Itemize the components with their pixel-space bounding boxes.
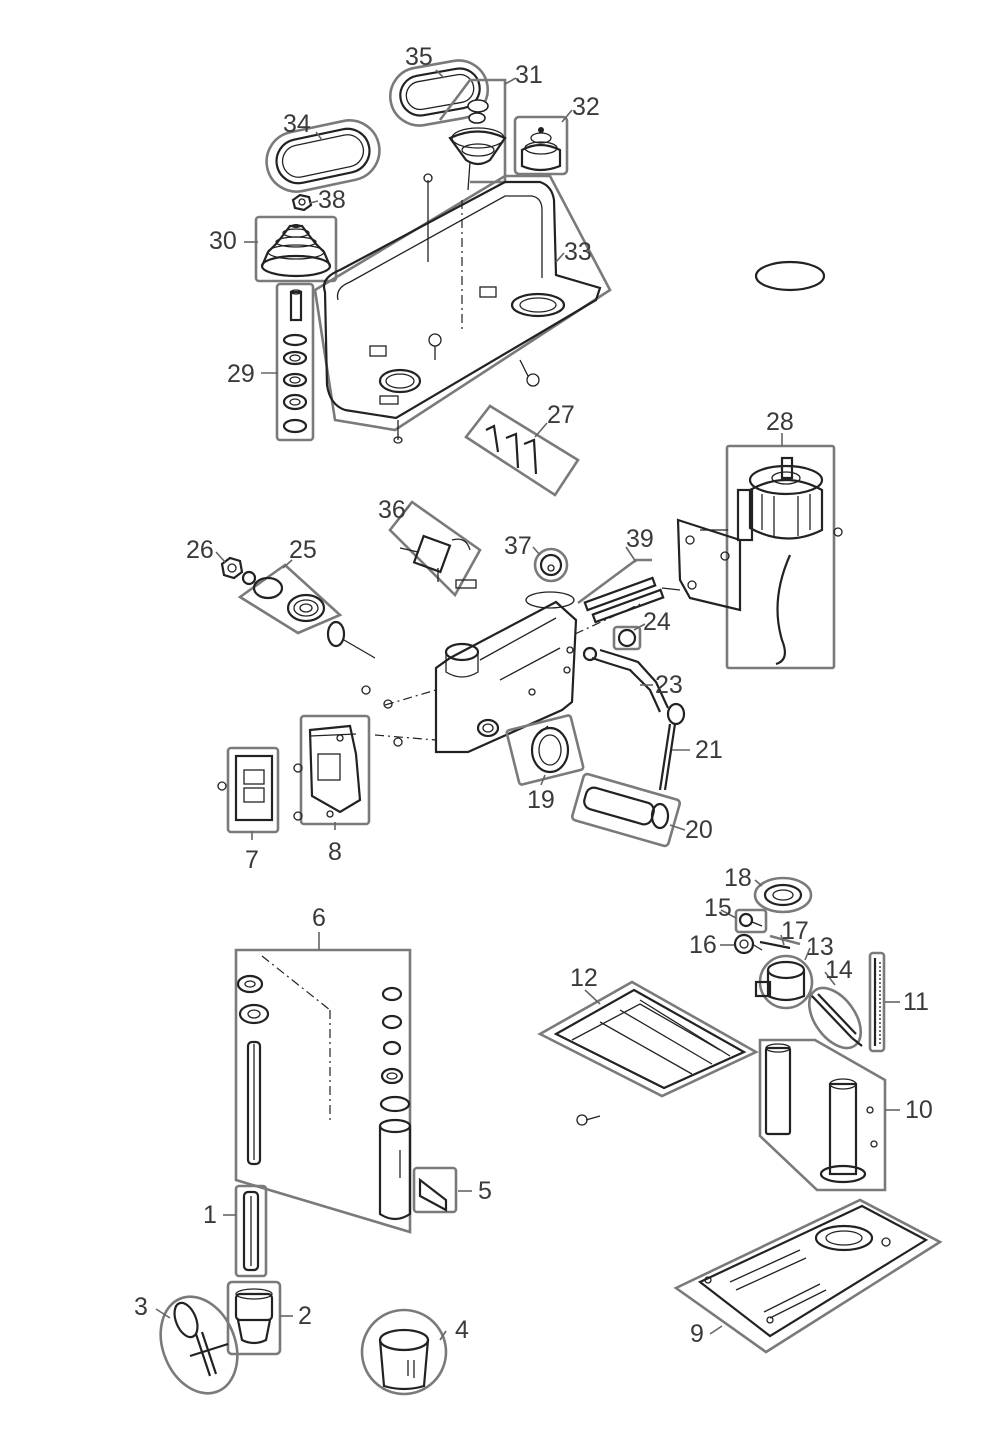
label-19: 19 xyxy=(527,786,555,814)
label-15: 15 xyxy=(704,894,732,922)
label-32: 32 xyxy=(572,93,600,121)
part-17-worm xyxy=(759,934,801,950)
part-27-hex-keys xyxy=(464,404,580,497)
part-20-sleeve xyxy=(570,772,682,848)
part-12-table xyxy=(537,980,759,1126)
part-13-table-bracket xyxy=(754,954,814,1010)
leader-lines xyxy=(155,69,900,1341)
label-11: 11 xyxy=(903,988,929,1016)
part-3-chuck-key xyxy=(159,1295,239,1395)
part-8-switch-housing xyxy=(293,714,371,826)
part-21-rod xyxy=(658,702,686,791)
label-21: 21 xyxy=(695,736,723,764)
part-31-pulley xyxy=(438,78,507,191)
label-6: 6 xyxy=(312,904,326,932)
label-38: 38 xyxy=(318,186,346,214)
label-2: 2 xyxy=(298,1302,312,1330)
label-17: 17 xyxy=(781,917,809,945)
part-6-spindle-assembly xyxy=(234,948,412,1234)
part-2-chuck xyxy=(226,1280,282,1356)
part-10-column xyxy=(758,1038,887,1192)
part-39-rods xyxy=(577,558,665,624)
part-26-nut xyxy=(220,556,257,586)
motor-bracket xyxy=(661,518,742,612)
part-32-pulley xyxy=(513,115,569,176)
label-10: 10 xyxy=(905,1096,933,1124)
part-15-bolt xyxy=(734,908,768,934)
head-casting xyxy=(361,591,641,754)
label-27: 27 xyxy=(547,401,575,429)
label-28: 28 xyxy=(766,408,794,436)
label-9: 9 xyxy=(690,1320,704,1348)
label-39: 39 xyxy=(626,525,654,553)
part-11-rack xyxy=(868,951,886,1053)
part-37-knob xyxy=(533,547,569,583)
part-1-shaft xyxy=(234,1184,268,1278)
label-30: 30 xyxy=(209,227,237,255)
label-35: 35 xyxy=(405,43,433,71)
part-35-belt xyxy=(389,59,489,127)
label-36: 36 xyxy=(378,496,406,524)
label-18: 18 xyxy=(724,864,752,892)
label-7: 7 xyxy=(245,846,259,874)
label-24: 24 xyxy=(643,608,671,636)
label-33: 33 xyxy=(564,238,592,266)
label-37: 37 xyxy=(504,532,532,560)
label-4: 4 xyxy=(455,1316,469,1344)
part-25-spring xyxy=(237,563,376,659)
label-26: 26 xyxy=(186,536,214,564)
label-34: 34 xyxy=(283,110,311,138)
part-34-belt xyxy=(265,119,381,193)
label-16: 16 xyxy=(689,931,717,959)
part-7-switch xyxy=(217,746,280,834)
part-30-stepped-pulley xyxy=(254,215,338,283)
label-8: 8 xyxy=(328,838,342,866)
label-25: 25 xyxy=(289,536,317,564)
label-1: 1 xyxy=(203,1201,217,1229)
part-14-crank xyxy=(807,986,863,1050)
part-29-spindle-set xyxy=(275,282,315,442)
label-3: 3 xyxy=(134,1293,148,1321)
part-16-gear xyxy=(733,933,763,955)
part-5-key xyxy=(412,1166,458,1214)
part-4-drift xyxy=(360,1308,448,1396)
label-12: 12 xyxy=(570,964,598,992)
label-31: 31 xyxy=(515,61,543,89)
part-18-collar xyxy=(753,876,813,914)
label-13: 13 xyxy=(806,933,834,961)
label-29: 29 xyxy=(227,360,255,388)
part-23-handle xyxy=(582,646,669,713)
part-33-belt-guard xyxy=(313,173,612,444)
part-24-hub xyxy=(612,625,642,651)
label-5: 5 xyxy=(478,1177,492,1205)
part-38-nut xyxy=(291,193,313,212)
part-9-base xyxy=(673,1198,943,1354)
part-28-motor xyxy=(725,260,843,670)
label-20: 20 xyxy=(685,816,713,844)
part-19-collar xyxy=(505,714,585,786)
label-14: 14 xyxy=(825,956,853,984)
label-23: 23 xyxy=(655,671,683,699)
